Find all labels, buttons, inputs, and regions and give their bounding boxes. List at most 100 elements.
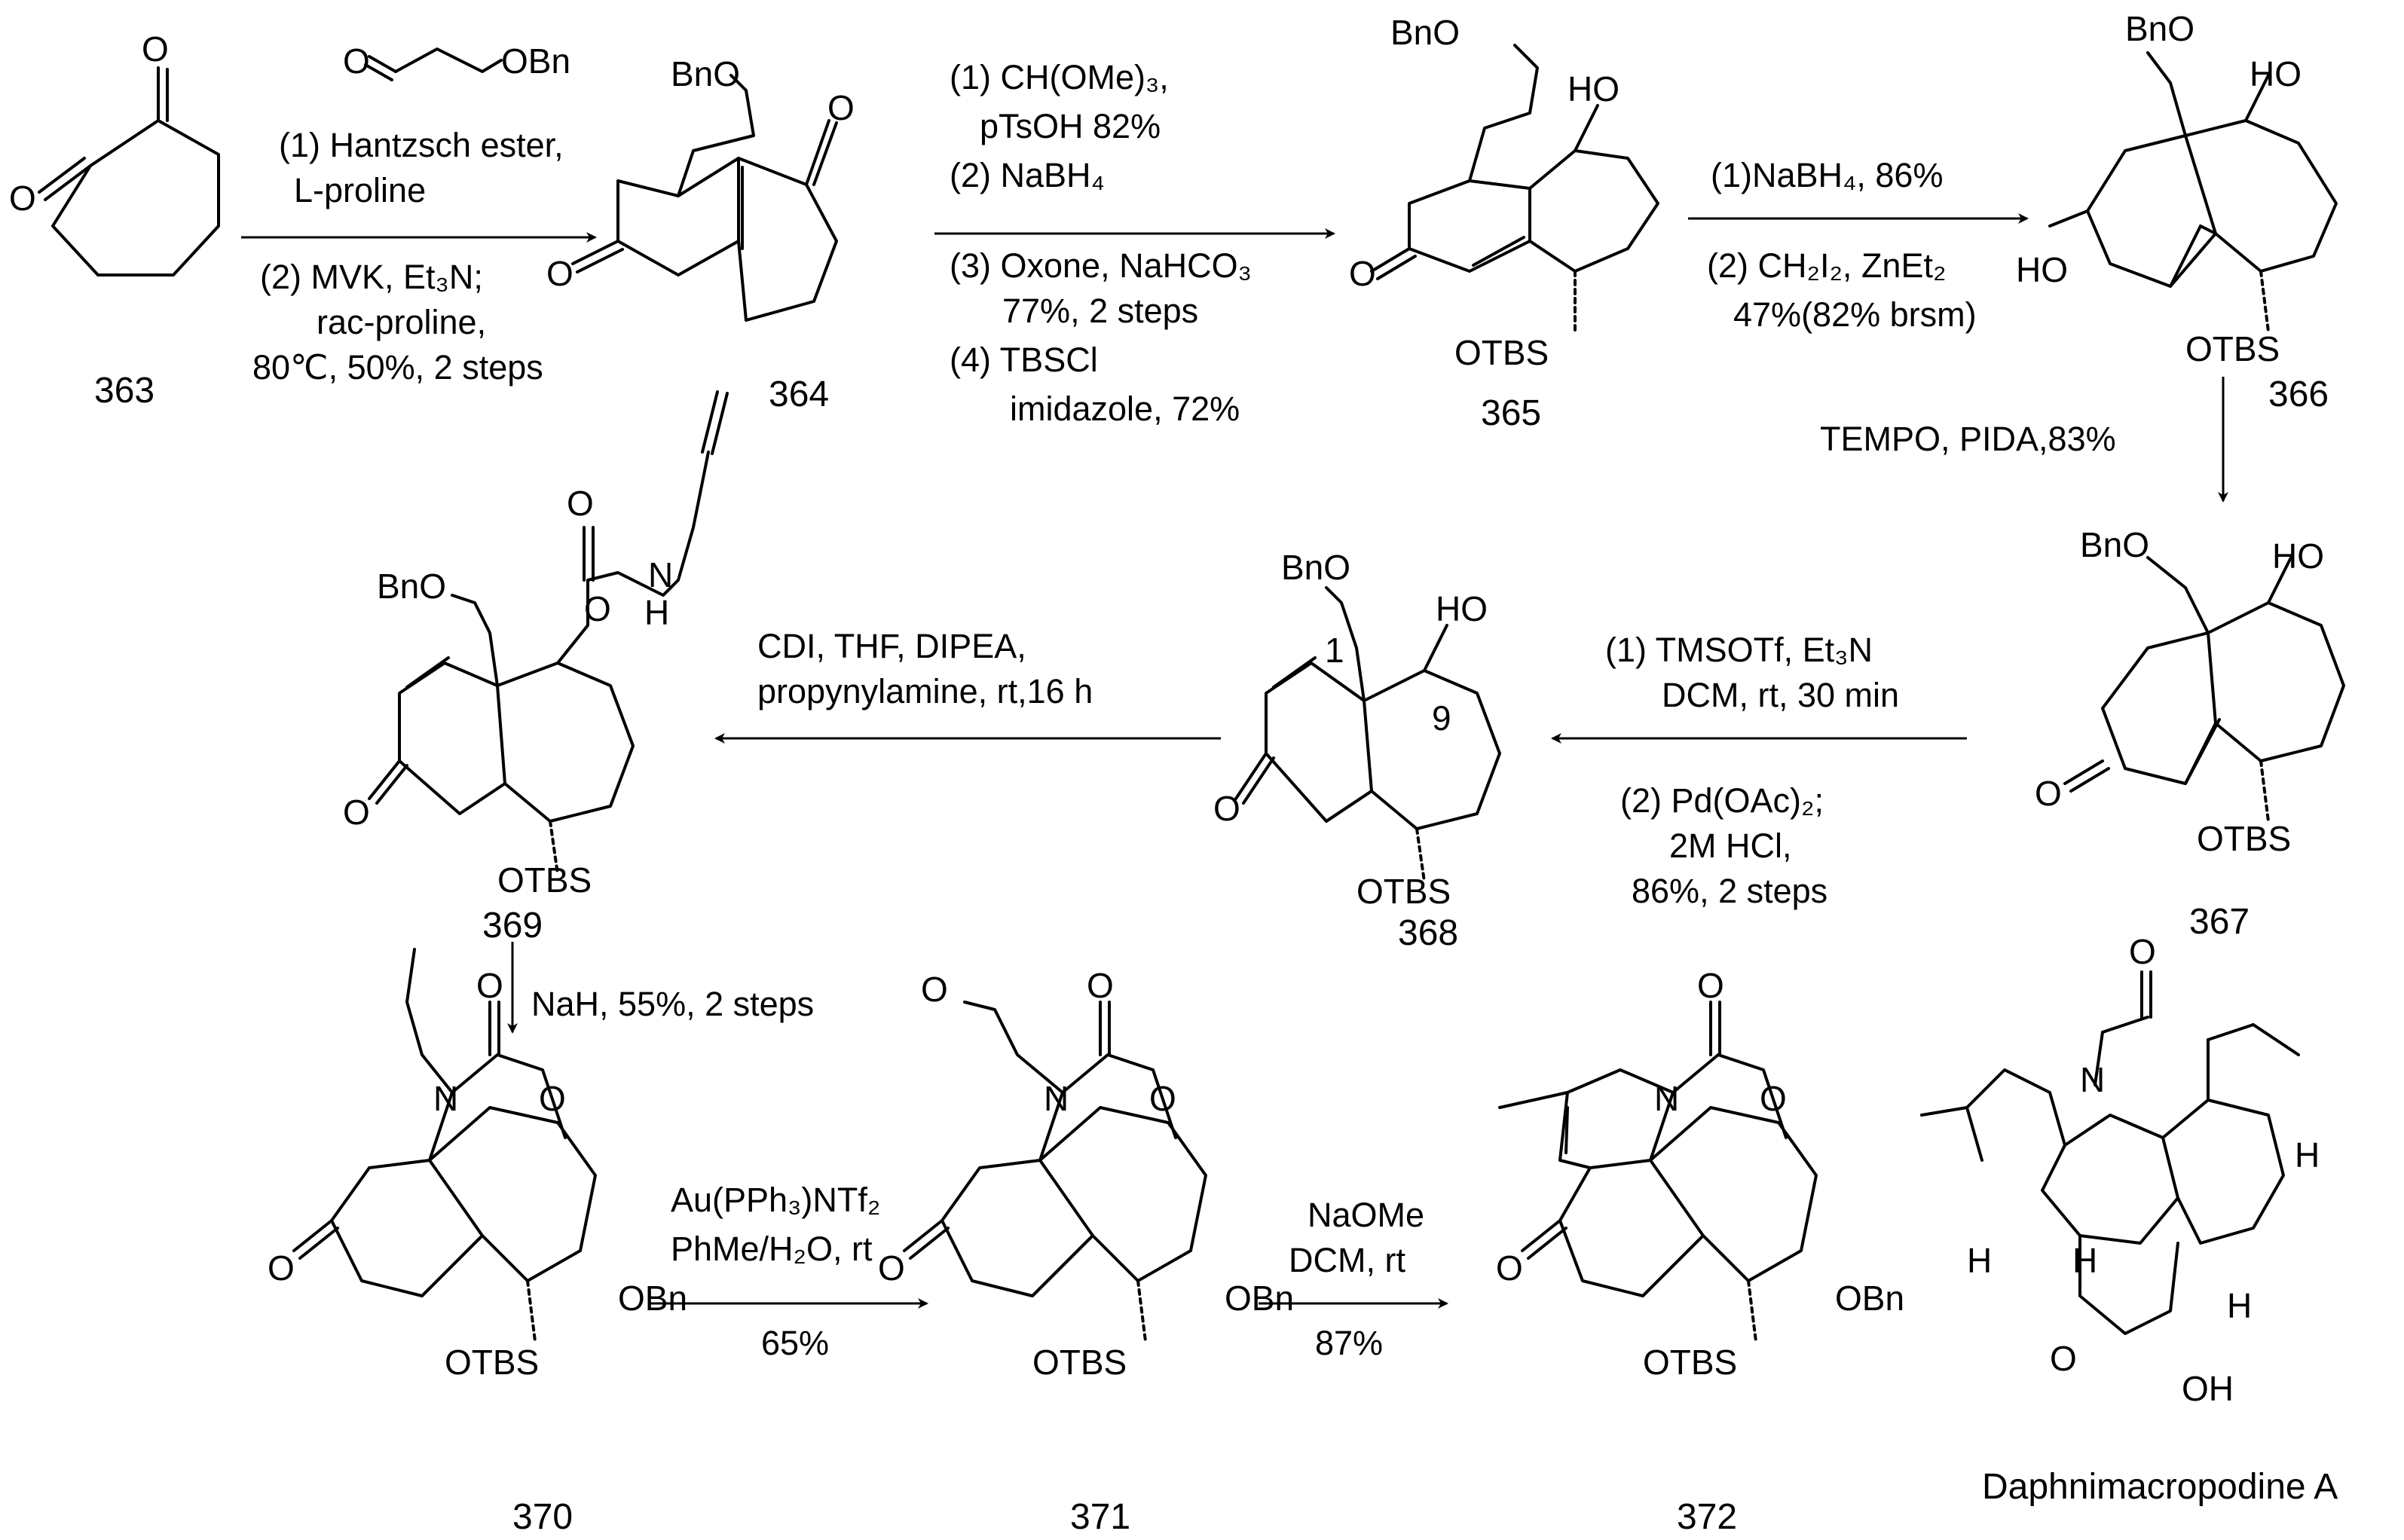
structure-369 <box>368 390 729 875</box>
atom-label: HO <box>2016 250 2068 289</box>
compound-label-370: 370 <box>512 1497 573 1537</box>
atom-label: O <box>827 88 855 127</box>
structure-367 <box>2063 556 2345 823</box>
atom-label: O <box>343 41 370 81</box>
atom-label: N <box>2080 1060 2106 1099</box>
condition-step8-line3: 65% <box>761 1324 830 1362</box>
atom-label: H <box>2227 1286 2253 1325</box>
atom-label: O <box>567 484 594 523</box>
condition-step6-line2: propynylamine, rt,16 h <box>757 672 1093 710</box>
atom-label: O <box>1213 789 1240 828</box>
condition-step4-line1: TEMPO, PIDA,83% <box>1820 420 2116 458</box>
aldehyde-reagent <box>364 47 503 81</box>
atom-label: H <box>2295 1135 2320 1175</box>
atom-label: O <box>9 179 36 218</box>
atom-label: OTBS <box>2197 819 2292 858</box>
condition-step1-line5: 80℃, 50%, 2 steps <box>252 348 543 387</box>
atom-label: N <box>648 555 674 594</box>
condition-step2-line1: (1) CH(OMe)₃, <box>950 58 1169 96</box>
atom-label: HO <box>2272 536 2324 576</box>
position-label-1: 1 <box>1325 631 1344 670</box>
condition-step5-line3: (2) Pd(OAc)₂; <box>1620 781 1824 820</box>
atom-label: N <box>1044 1079 1069 1118</box>
condition-step3-line2: (2) CH₂I₂, ZnEt₂ <box>1707 246 1947 285</box>
atom-label: N <box>1654 1079 1680 1118</box>
atom-label: OTBS <box>1032 1343 1127 1382</box>
atom-label: OTBS <box>2185 329 2280 368</box>
structure-371 <box>903 1001 1207 1343</box>
atom-label: BnO <box>1281 548 1351 587</box>
atom-label: O <box>539 1079 566 1118</box>
atom-label: OTBS <box>497 860 592 900</box>
compound-label-daphnimacropodine-a: Daphnimacropodine A <box>1982 1467 2338 1507</box>
condition-step5-line5: 86%, 2 steps <box>1632 872 1828 910</box>
structure-364 <box>571 74 838 322</box>
atom-label: H <box>644 593 670 632</box>
atom-label: O <box>343 793 370 832</box>
structure-363 <box>38 66 220 277</box>
condition-step3-line1: (1)NaBH₄, 86% <box>1711 156 1944 194</box>
condition-step2-line4: (3) Oxone, NaHCO₃ <box>950 246 1252 285</box>
condition-step1-line3: (2) MVK, Et₃N; <box>260 258 483 296</box>
condition-step8-line1: Au(PPh₃)NTf₂ <box>671 1181 881 1219</box>
atom-label: O <box>476 966 503 1005</box>
condition-step1-line1: (1) Hantzsch ester, <box>279 126 564 164</box>
atom-label: O <box>584 589 611 628</box>
structure-370 <box>292 948 597 1343</box>
atom-label: BnO <box>2080 525 2150 564</box>
atom-label: O <box>1760 1079 1787 1118</box>
atom-label: O <box>142 29 169 69</box>
condition-step2-line5: 77%, 2 steps <box>1002 292 1199 330</box>
condition-step9-line1: NaOMe <box>1308 1196 1425 1234</box>
atom-label: OTBS <box>1454 333 1549 372</box>
atom-label: O <box>546 254 573 293</box>
atom-label: O <box>1496 1248 1523 1288</box>
atom-label: H <box>2072 1241 2098 1280</box>
compound-label-364: 364 <box>769 374 830 414</box>
atom-label: BnO <box>671 54 741 93</box>
atom-label: N <box>433 1079 459 1118</box>
condition-step8-line2: PhMe/H₂O, rt <box>671 1230 873 1268</box>
condition-step9-line2: DCM, rt <box>1289 1241 1405 1279</box>
atom-label: OTBS <box>445 1343 540 1382</box>
atom-label: O <box>2129 932 2156 971</box>
compound-label-365: 365 <box>1481 393 1542 433</box>
condition-step2-line2: pTsOH 82% <box>980 107 1161 145</box>
atom-label: O <box>1349 254 1376 293</box>
atom-label: H <box>1967 1241 1993 1280</box>
condition-step1-line4: rac-proline, <box>317 303 487 341</box>
compound-label-369: 369 <box>482 906 543 946</box>
compound-label-372: 372 <box>1677 1497 1738 1537</box>
compound-label-368: 368 <box>1398 913 1459 953</box>
atom-label: OH <box>2182 1369 2234 1408</box>
compound-label-363: 363 <box>94 371 155 411</box>
atom-label: HO <box>1436 589 1488 628</box>
atom-label: BnO <box>1390 13 1460 52</box>
atom-label: OBn <box>1835 1279 1905 1318</box>
position-label-9: 9 <box>1432 698 1451 738</box>
condition-step9-line3: 87% <box>1315 1324 1384 1362</box>
condition-step5-line2: DCM, rt, 30 min <box>1662 676 1900 714</box>
compound-label-367: 367 <box>2189 902 2250 942</box>
structure-365 <box>1370 44 1659 333</box>
structure-372 <box>1498 1001 1818 1343</box>
atom-label: OBn <box>1225 1279 1295 1318</box>
condition-step6-line1: CDI, THF, DIPEA, <box>757 627 1026 665</box>
atom-label: O <box>1087 966 1114 1005</box>
atom-label: O <box>1697 966 1724 1005</box>
condition-step2-line7: imidazole, 72% <box>1010 390 1240 428</box>
condition-step5-line1: (1) TMSOTf, Et₃N <box>1605 631 1873 669</box>
atom-label: O <box>878 1248 905 1288</box>
condition-step7-line1: NaH, 55%, 2 steps <box>531 985 815 1023</box>
atom-label: HO <box>2250 54 2302 93</box>
compound-label-366: 366 <box>2268 374 2329 414</box>
structure-366 <box>2048 51 2338 333</box>
condition-step2-line3: (2) NaBH₄ <box>950 156 1105 194</box>
atom-label: OTBS <box>1356 872 1451 911</box>
atom-label: OBn <box>618 1279 688 1318</box>
atom-label: BnO <box>377 567 447 606</box>
atom-label: HO <box>1567 69 1619 108</box>
compound-label-371: 371 <box>1070 1497 1131 1537</box>
condition-step3-line3: 47%(82% brsm) <box>1733 295 1977 334</box>
